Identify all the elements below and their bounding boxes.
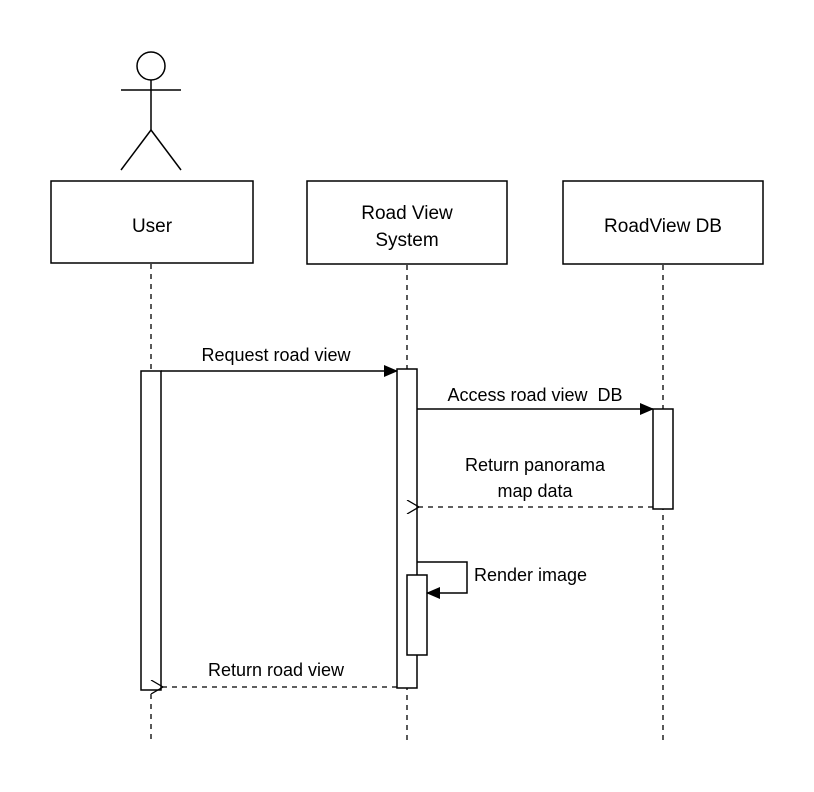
- message-render-image-label: Render image: [474, 565, 587, 585]
- message-return-panorama-label-line1: Return panorama: [465, 455, 606, 475]
- participant-system-box: [306, 180, 508, 265]
- activation-system-nested: [406, 574, 428, 656]
- participant-system-label-line1: Road View: [361, 203, 453, 224]
- actor-icon: [120, 51, 182, 171]
- activation-db: [652, 408, 674, 510]
- message-request-road-view-label: Request road view: [201, 345, 351, 365]
- message-return-panorama-label-line2: map data: [497, 481, 573, 501]
- message-access-db-label: Access road view DB: [447, 385, 622, 405]
- message-render-image-arrow: [417, 561, 468, 599]
- participant-user-label: User: [132, 216, 173, 237]
- activation-user: [140, 370, 162, 691]
- participant-system-label-line2: System: [375, 230, 438, 251]
- participant-db-box: [562, 180, 764, 265]
- participant-db-label: RoadView DB: [604, 216, 722, 237]
- message-return-road-view-label: Return road view: [208, 660, 345, 680]
- participant-user-box: [50, 180, 254, 264]
